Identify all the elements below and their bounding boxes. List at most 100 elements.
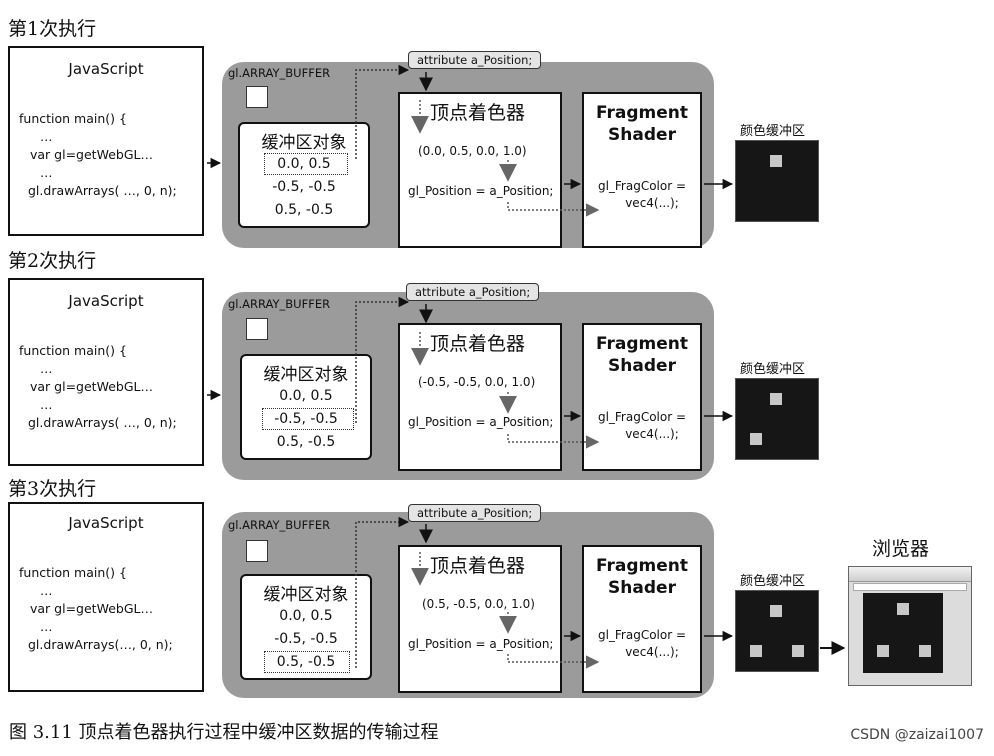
code-ellipsis: … — [40, 165, 53, 180]
buffer-row: 0.0, 0.5 — [277, 156, 331, 172]
javascript-box: JavaScript function main() { … var gl=ge… — [8, 46, 204, 236]
buffer-row: -0.5, -0.5 — [272, 179, 336, 195]
browser-canvas — [863, 593, 943, 673]
fragment-shader-title-1: Fragment — [595, 334, 689, 354]
buffer-row: 0.5, -0.5 — [276, 434, 336, 450]
code-ellipsis: … — [40, 129, 53, 144]
code-function-main: function main() { — [19, 565, 127, 580]
color-buffer — [735, 140, 819, 222]
attribute-variable: attribute a_Position; — [406, 283, 540, 301]
run-label: 第3次执行 — [8, 478, 97, 500]
vertex-shader-title: 顶点着色器 — [430, 333, 526, 355]
vertex-value: (0.0, 0.5, 0.0, 1.0) — [418, 144, 527, 158]
buffer-object: 缓冲区对象 0.0, 0.5 -0.5, -0.5 0.5, -0.5 — [240, 574, 372, 680]
browser-titlebar — [849, 567, 971, 582]
buffer-object-title: 缓冲区对象 — [261, 133, 347, 153]
fragment-shader-title-2: Shader — [608, 125, 676, 145]
code-function-main: function main() { — [19, 111, 127, 126]
buffer-row: 0.5, -0.5 — [274, 202, 334, 218]
point-bottom-right — [919, 645, 931, 657]
array-buffer-label: gl.ARRAY_BUFFER — [228, 518, 331, 532]
buffer-object: 缓冲区对象 0.0, 0.5 -0.5, -0.5 0.5, -0.5 — [240, 354, 372, 460]
point-bottom-right — [792, 645, 804, 657]
buffer-object: 缓冲区对象 0.0, 0.5 -0.5, -0.5 0.5, -0.5 — [238, 122, 370, 228]
array-buffer-slot — [246, 318, 268, 340]
vertex-value: (-0.5, -0.5, 0.0, 1.0) — [418, 375, 536, 389]
javascript-title: JavaScript — [68, 60, 144, 78]
code-drawarrays: gl.drawArrays( …, 0, n); — [28, 415, 177, 430]
browser-address-bar — [853, 583, 967, 591]
fragcolor-line-1: gl_FragColor = — [597, 179, 687, 193]
current-vertex-highlight — [264, 153, 348, 175]
current-vertex-highlight — [262, 408, 354, 430]
point-bottom-left — [750, 433, 762, 445]
point-top — [770, 605, 782, 617]
array-buffer-label: gl.ARRAY_BUFFER — [228, 66, 331, 80]
javascript-title: JavaScript — [68, 292, 144, 310]
color-buffer-label: 颜色缓冲区 — [740, 362, 806, 377]
javascript-title: JavaScript — [68, 514, 144, 532]
fragment-shader-title-2: Shader — [608, 578, 676, 598]
buffer-row: -0.5, -0.5 — [274, 411, 338, 427]
fragcolor-line-2: vec4(...); — [625, 427, 679, 441]
vertex-assignment: gl_Position = a_Position; — [408, 184, 554, 198]
javascript-box: JavaScript function main() { … var gl=ge… — [8, 278, 204, 466]
vertex-shader: 顶点着色器 (0.5, -0.5, 0.0, 1.0) gl_Position … — [398, 545, 562, 693]
point-top — [897, 603, 909, 615]
code-ellipsis: … — [40, 361, 53, 376]
vertex-shader: 顶点着色器 (0.0, 0.5, 0.0, 1.0) gl_Position =… — [398, 92, 562, 248]
fragment-shader-title-2: Shader — [608, 356, 676, 376]
vertex-shader-title: 顶点着色器 — [430, 555, 526, 577]
figure-caption: 图 3.11 顶点着色器执行过程中缓冲区数据的传输过程 — [9, 722, 439, 743]
run-label: 第2次执行 — [8, 250, 97, 272]
array-buffer-slot — [246, 86, 268, 108]
vertex-assignment: gl_Position = a_Position; — [408, 637, 554, 651]
buffer-row: 0.5, -0.5 — [276, 654, 336, 670]
fragcolor-line-1: gl_FragColor = — [597, 410, 687, 424]
code-getwebgl: var gl=getWebGL… — [30, 379, 153, 394]
attribute-variable: attribute a_Position; — [408, 51, 542, 69]
point-bottom-left — [877, 645, 889, 657]
code-drawarrays: gl.drawArrays( …, 0, n); — [28, 183, 177, 198]
buffer-row: 0.0, 0.5 — [279, 608, 333, 624]
point-top — [770, 393, 782, 405]
code-ellipsis: … — [40, 397, 53, 412]
buffer-object-title: 缓冲区对象 — [263, 365, 349, 385]
color-buffer — [735, 590, 819, 672]
current-vertex-highlight — [264, 651, 350, 673]
browser-window — [848, 566, 972, 686]
buffer-object-title: 缓冲区对象 — [263, 585, 349, 605]
code-getwebgl: var gl=getWebGL… — [30, 601, 153, 616]
code-drawarrays: gl.drawArrays(…, 0, n); — [28, 637, 173, 652]
fragment-shader: Fragment Shader gl_FragColor = vec4(...)… — [582, 323, 702, 471]
color-buffer-label: 颜色缓冲区 — [740, 124, 806, 139]
buffer-row: 0.0, 0.5 — [279, 388, 333, 404]
vertex-shader-title: 顶点着色器 — [430, 102, 526, 124]
point-bottom-left — [750, 645, 762, 657]
color-buffer-label: 颜色缓冲区 — [740, 574, 806, 589]
color-buffer — [735, 378, 819, 460]
array-buffer-label: gl.ARRAY_BUFFER — [228, 297, 331, 311]
fragcolor-line-2: vec4(...); — [625, 196, 679, 210]
fragment-shader: Fragment Shader gl_FragColor = vec4(...)… — [582, 545, 702, 693]
code-ellipsis: … — [40, 619, 53, 634]
code-function-main: function main() { — [19, 343, 127, 358]
code-getwebgl: var gl=getWebGL… — [30, 147, 153, 162]
watermark: CSDN @zaizai1007 — [850, 727, 984, 743]
buffer-row: -0.5, -0.5 — [274, 631, 338, 647]
fragcolor-line-1: gl_FragColor = — [597, 628, 687, 642]
javascript-box: JavaScript function main() { … var gl=ge… — [8, 502, 204, 692]
fragment-shader-title-1: Fragment — [595, 556, 689, 576]
code-ellipsis: … — [40, 583, 53, 598]
vertex-shader: 顶点着色器 (-0.5, -0.5, 0.0, 1.0) gl_Position… — [398, 323, 562, 471]
point-top — [770, 155, 782, 167]
fragcolor-line-2: vec4(...); — [625, 645, 679, 659]
run-label: 第1次执行 — [8, 18, 97, 40]
browser-label: 浏览器 — [872, 538, 930, 560]
fragment-shader: Fragment Shader gl_FragColor = vec4(...)… — [582, 92, 702, 248]
vertex-value: (0.5, -0.5, 0.0, 1.0) — [422, 597, 535, 611]
fragment-shader-title-1: Fragment — [595, 103, 689, 123]
vertex-assignment: gl_Position = a_Position; — [408, 415, 554, 429]
attribute-variable: attribute a_Position; — [408, 504, 542, 522]
array-buffer-slot — [246, 540, 268, 562]
